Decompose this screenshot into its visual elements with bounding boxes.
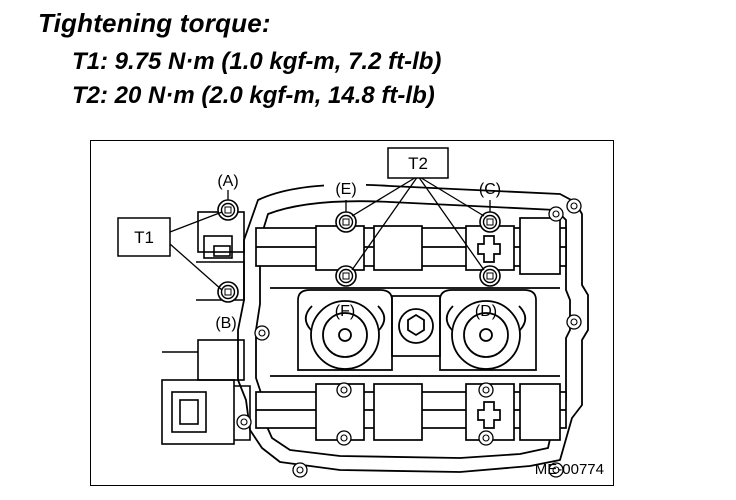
figure-code: ME-00774	[535, 461, 604, 478]
torque-heading: Tightening torque:	[38, 8, 271, 38]
label-a: (A)	[217, 173, 238, 190]
torque-spec-t1: T1: 9.75 N·m (1.0 kgf-m, 7.2 ft-lb)	[72, 48, 442, 75]
upper-camshaft	[255, 217, 567, 275]
leader-lines	[169, 175, 491, 291]
label-c: (C)	[479, 181, 501, 198]
torque-spec-t2: T2: 20 N·m (2.0 kgf-m, 14.8 ft-lb)	[72, 82, 435, 109]
center-hex-plug	[398, 308, 434, 344]
cam-lobe-f	[304, 300, 386, 370]
t2-callout-box	[387, 147, 449, 179]
cam-lobe-d	[445, 300, 527, 370]
t1-callout-box	[117, 217, 171, 257]
t2-callout-label: T2	[408, 154, 428, 173]
label-b: (B)	[215, 315, 236, 332]
bolt-a	[217, 199, 239, 221]
left-side-fittings	[161, 211, 251, 445]
label-d: (D)	[475, 303, 497, 320]
t1-callout-label: T1	[134, 228, 154, 247]
label-f: (F)	[335, 303, 355, 320]
label-e: (E)	[335, 181, 356, 198]
bolt-b	[217, 281, 239, 303]
lower-camshaft	[255, 383, 567, 441]
